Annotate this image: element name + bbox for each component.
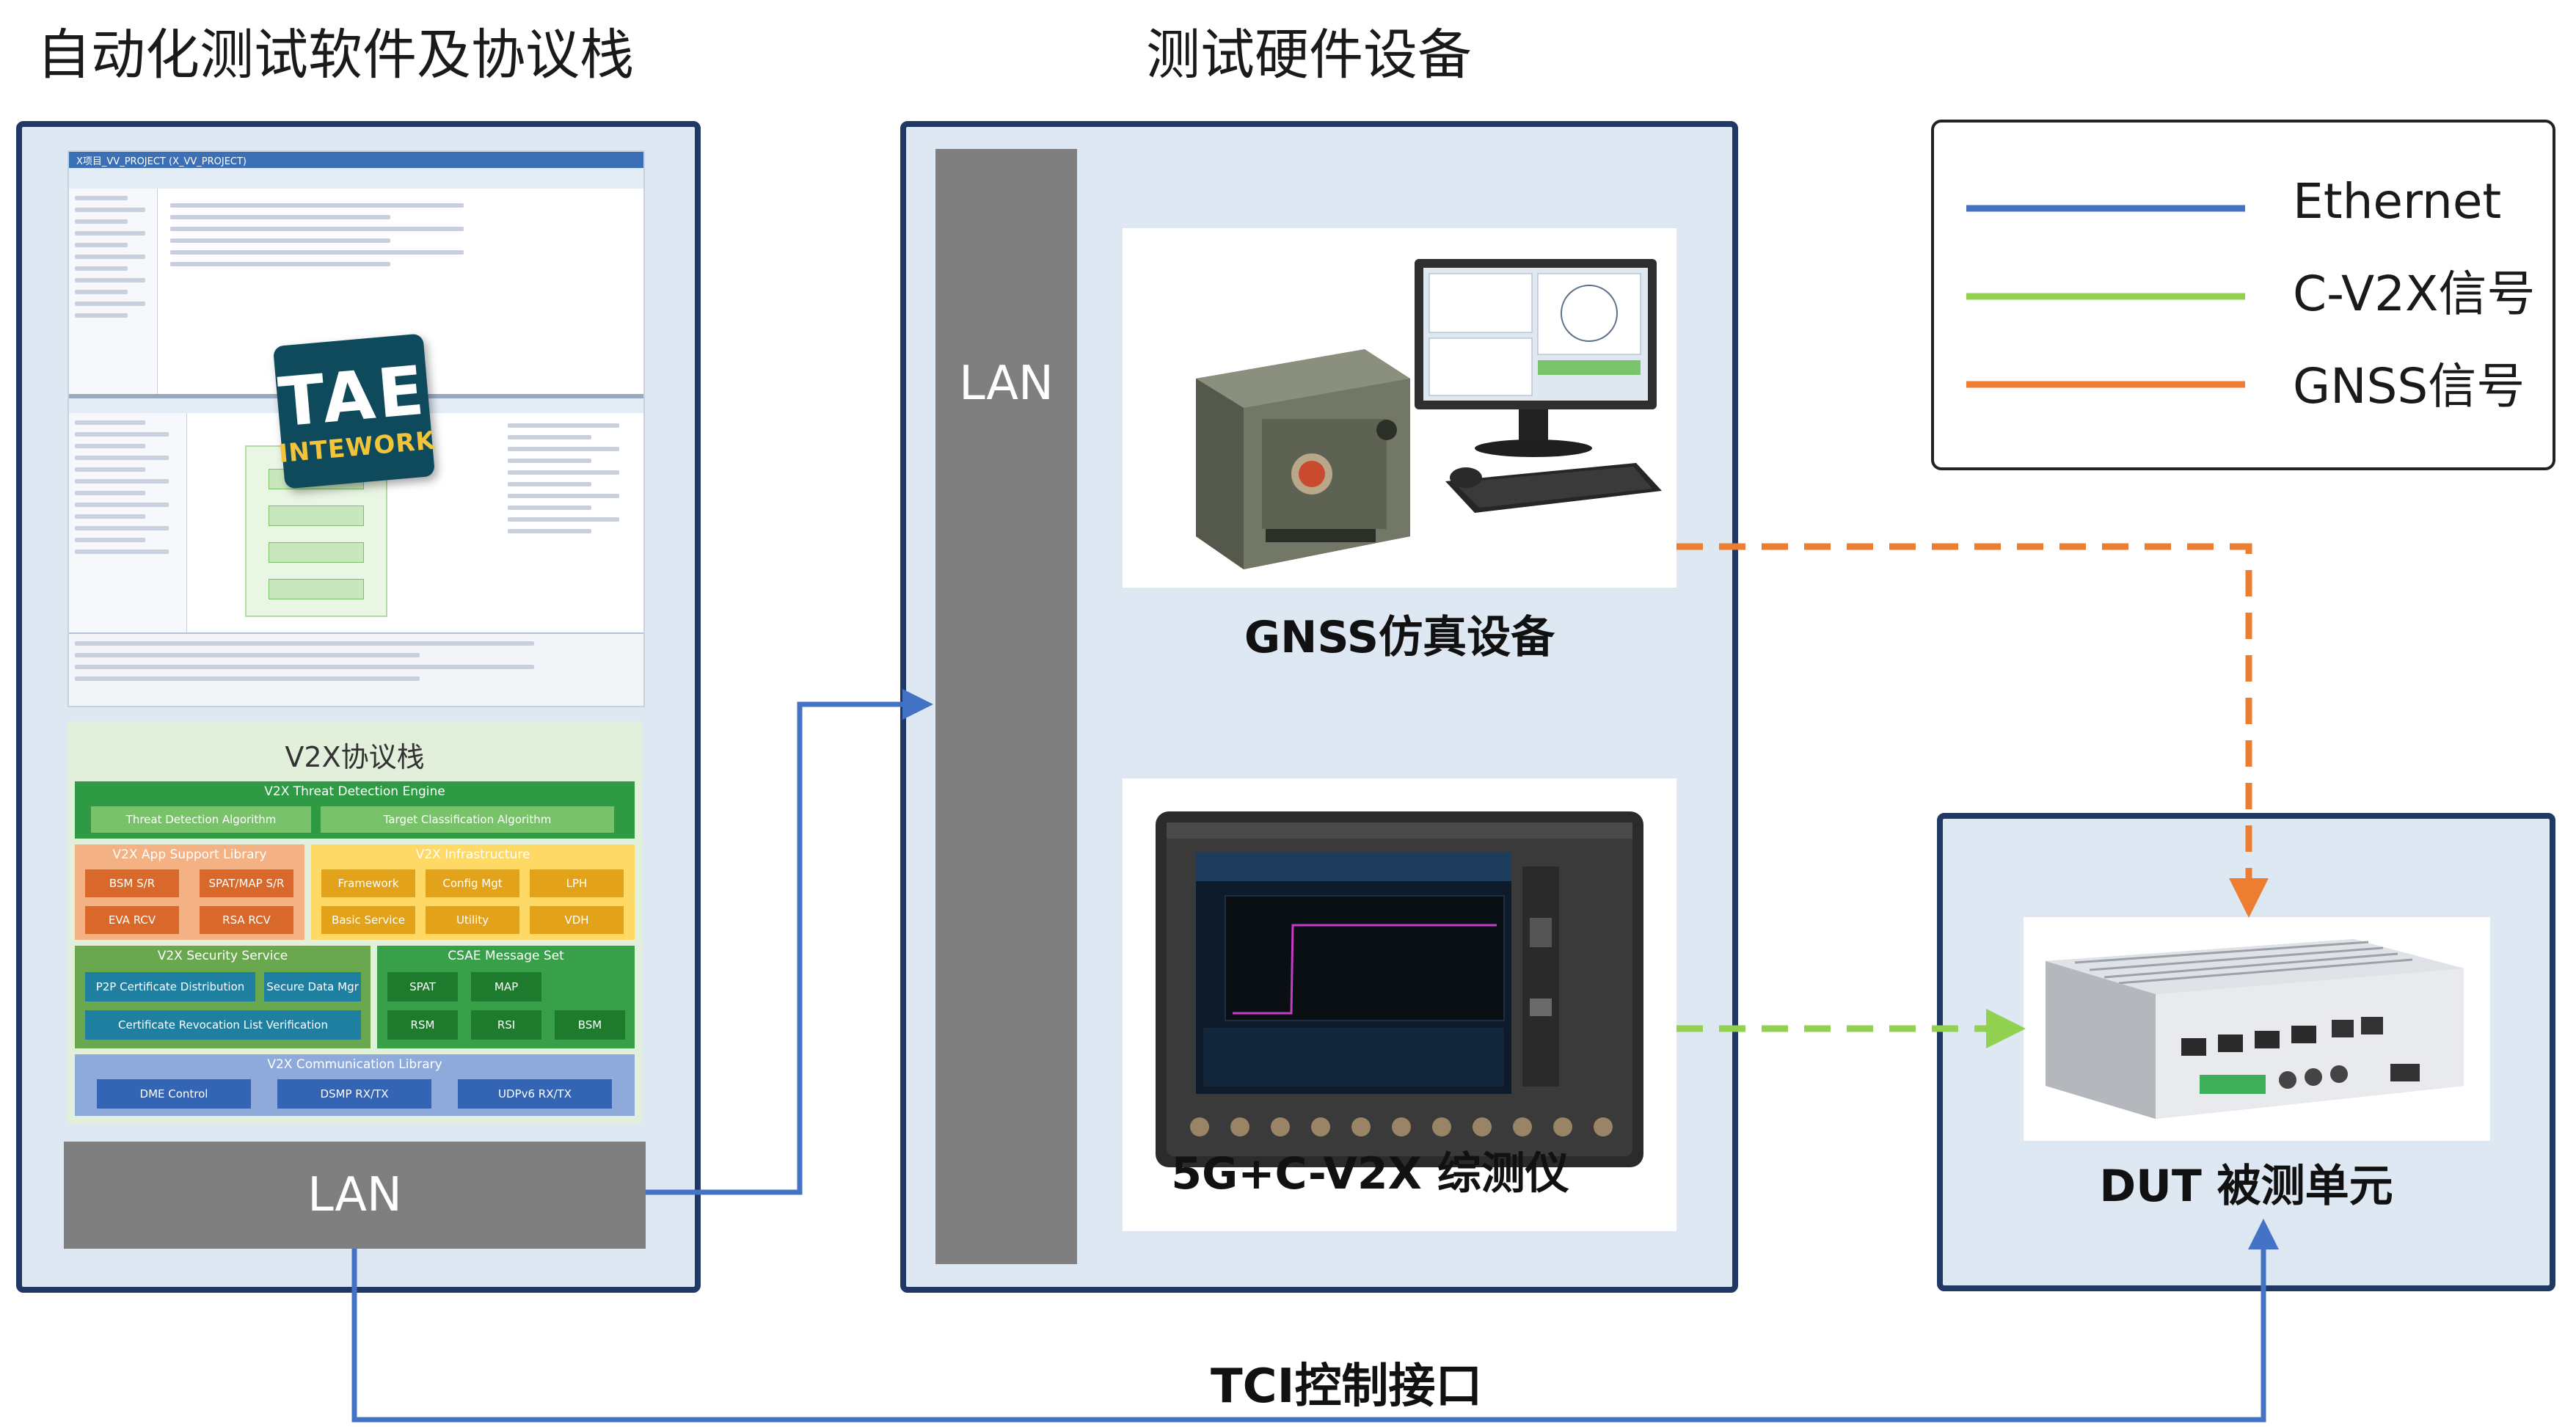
comm-cell: UDPv6 RX/TX [458, 1079, 612, 1109]
tci-control-link [351, 1219, 2279, 1423]
screenshot-title: X项目_VV_PROJECT (X_VV_PROJECT) [76, 156, 247, 167]
comm-title: V2X Communication Library [267, 1057, 442, 1072]
screenshot-tree [69, 189, 158, 394]
security-title: V2X Security Service [157, 949, 288, 963]
tester-illustration [1156, 811, 1643, 1167]
gnss-device-label: GNSS仿真设备 [1244, 612, 1555, 663]
comm-band: V2X Communication Library DME Control DS… [75, 1054, 635, 1116]
dut-illustration [2046, 939, 2464, 1119]
infrastructure-title: V2X Infrastructure [415, 847, 530, 862]
security-cell: Certificate Revocation List Verification [85, 1010, 361, 1040]
infrastructure-band: V2X Infrastructure Framework Config Mgt … [311, 844, 635, 940]
gnss-device-illustration [1196, 259, 1662, 569]
infra-cell: Basic Service [321, 906, 415, 934]
app-cell: RSA RCV [200, 906, 293, 934]
dut-label: DUT 被测单元 [2099, 1161, 2393, 1212]
screenshot-tree-2 [69, 413, 187, 633]
csae-cell: BSM [555, 1010, 625, 1040]
csae-title: CSAE Message Set [448, 949, 564, 963]
hardware-lan-label: LAN [959, 357, 1054, 411]
tci-label: TCI控制接口 [1211, 1360, 1483, 1414]
hardware-lan-box: LAN [935, 149, 1077, 1264]
threat-engine-band: V2X Threat Detection Engine Threat Detec… [75, 781, 635, 839]
v2x-stack-title: V2X协议栈 [285, 741, 425, 773]
security-cell: P2P Certificate Distribution [85, 972, 255, 1001]
screenshot-titlebar: X项目_VV_PROJECT (X_VV_PROJECT) [69, 152, 643, 168]
threat-cell: Threat Detection Algorithm [91, 806, 311, 833]
tester-device-label: 5G+C-V2X 综测仪 [1171, 1148, 1569, 1200]
software-lan-box: LAN [64, 1142, 646, 1249]
app-cell: EVA RCV [85, 906, 179, 934]
comm-cell: DME Control [97, 1079, 251, 1109]
gnss-signal-link [1676, 543, 2269, 918]
gnss-device-card [1123, 228, 1676, 588]
infra-cell: LPH [530, 869, 624, 897]
infra-cell: VDH [530, 906, 624, 934]
infra-cell: Framework [321, 869, 415, 897]
csae-band: CSAE Message Set SPAT MAP RSM RSI BSM [377, 946, 635, 1048]
security-band: V2X Security Service P2P Certificate Dis… [75, 946, 371, 1048]
csae-cell: MAP [471, 972, 541, 1001]
v2x-stack: V2X协议栈 V2X Threat Detection Engine Threa… [67, 721, 642, 1123]
hardware-section-title: 测试硬件设备 [1146, 23, 1472, 87]
dut-device-card [2024, 917, 2490, 1141]
threat-engine-title: V2X Threat Detection Engine [264, 784, 445, 799]
legend-label-cv2x: C-V2X信号 [2293, 266, 2536, 322]
infra-cell: Utility [426, 906, 519, 934]
app-support-band: V2X App Support Library BSM S/R SPAT/MAP… [75, 844, 304, 940]
ethernet-link-lan [646, 689, 933, 1195]
csae-cell: RSI [471, 1010, 541, 1040]
app-cell: SPAT/MAP S/R [200, 869, 293, 897]
app-support-title: V2X App Support Library [112, 847, 267, 862]
comm-cell: DSMP RX/TX [277, 1079, 431, 1109]
csae-cell: RSM [387, 1010, 458, 1040]
software-section-title: 自动化测试软件及协议栈 [37, 23, 634, 87]
screenshot-menu [69, 168, 643, 189]
app-cell: BSM S/R [85, 869, 179, 897]
legend-label-ethernet: Ethernet [2293, 173, 2502, 230]
threat-cell: Target Classification Algorithm [321, 806, 614, 833]
tester-device-card: 5G+C-V2X 综测仪 [1123, 778, 1676, 1231]
security-cell: Secure Data Mgr [264, 972, 361, 1001]
infra-cell: Config Mgt [426, 869, 519, 897]
csae-cell: SPAT [387, 972, 458, 1001]
legend-label-gnss: GNSS信号 [2293, 358, 2525, 415]
